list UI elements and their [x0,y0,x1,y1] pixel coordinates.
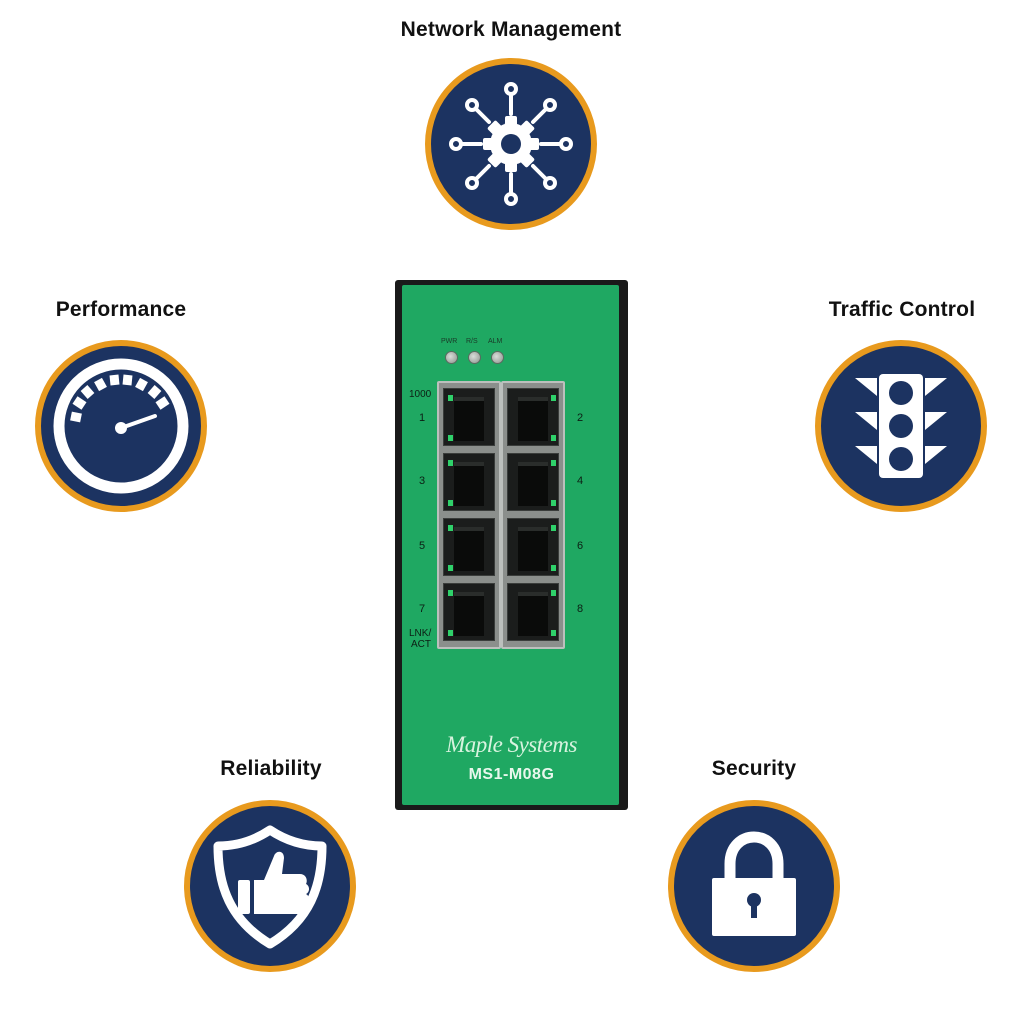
traffic-control-badge [815,340,987,512]
speed-label: 1000 [409,389,432,400]
ethernet-port-6[interactable] [507,518,559,576]
port-number-8: 8 [577,603,584,615]
ethernet-port-1[interactable] [443,388,495,446]
port-number-7: 7 [419,603,426,615]
performance-badge [35,340,207,512]
shield-thumbs-up-icon [213,825,327,949]
ethernet-port-2[interactable] [507,388,559,446]
port-number-2: 2 [577,412,584,424]
ethernet-port-8[interactable] [507,583,559,641]
port-number-4: 4 [577,475,584,487]
network-gear-icon [449,82,573,206]
feature-label-performance: Performance [55,298,187,321]
reliability-badge [184,800,356,972]
led-label-alm: ALM [488,338,503,345]
padlock-icon [712,831,796,936]
ethernet-port-7[interactable] [443,583,495,641]
feature-label-traffic-control: Traffic Control [828,298,976,321]
ethernet-port-5[interactable] [443,518,495,576]
network-management-badge [425,58,597,230]
link-act-label-line2: ACT [411,639,431,650]
brand-logo: Maple Systems [446,732,577,757]
link-act-label-line1: LNK/ [409,628,432,639]
status-led-pwr [445,351,458,364]
port-number-1: 1 [419,412,426,424]
ethernet-port-4[interactable] [507,453,559,511]
ethernet-port-3[interactable] [443,453,495,511]
speedometer-icon [53,358,189,494]
led-label-rs: R/S [466,338,478,345]
model-number: MS1-M08G [468,766,555,783]
status-led-alm [491,351,504,364]
port-number-3: 3 [419,475,426,487]
led-label-pwr: PWR [441,338,458,345]
port-number-6: 6 [577,540,584,552]
status-led-rs [468,351,481,364]
security-badge [668,800,840,972]
feature-label-security: Security [711,757,797,780]
feature-label-reliability: Reliability [220,757,322,780]
port-number-5: 5 [419,540,426,552]
traffic-light-icon [855,374,947,478]
feature-label-network-management: Network Management [400,18,622,41]
